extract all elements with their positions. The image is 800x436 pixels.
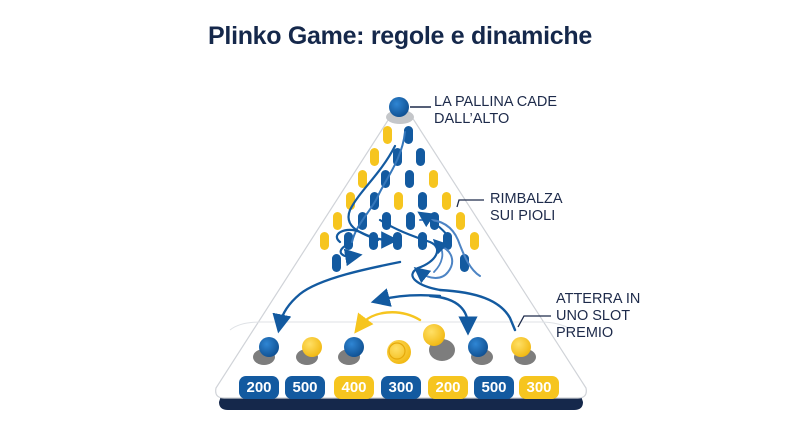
prize-slot-6: 500 (474, 376, 514, 399)
prize-slot-2: 500 (285, 376, 325, 399)
prize-slot-7: 300 (519, 376, 559, 399)
trajectories (272, 131, 517, 336)
prize-slot-1: 200 (239, 376, 279, 399)
annotation-drop-line-2: DALL’ALTO (434, 111, 510, 127)
annotation-bounce-line-2: SUI PIOLI (490, 208, 556, 224)
annotation-land-line-3: PREMIO (556, 325, 614, 341)
prize-slot-4: 300 (381, 376, 421, 399)
prize-slot-3: 400 (334, 376, 374, 399)
leader-lines (456, 199, 551, 328)
prize-slot-5: 200 (428, 376, 468, 399)
annotation-land-line-2: UNO SLOT (556, 308, 631, 324)
pegs (320, 126, 479, 272)
annotation-drop-line-1: LA PALLINA CADE (434, 94, 558, 110)
annotation-drop: LA PALLINA CADE DALL’ALTO (434, 94, 557, 128)
annotation-bounce: RIMBALZA SUI PIOLI (490, 191, 563, 225)
annotation-land-line-1: ATTERRA IN (556, 291, 641, 307)
page-title: Plinko Game: regole e dinamiche (208, 22, 592, 50)
top-ball (386, 97, 431, 124)
annotation-land: ATTERRA IN UNO SLOT PREMIO (556, 291, 640, 342)
annotation-bounce-line-1: RIMBALZA (490, 191, 563, 207)
slot-balls (253, 324, 536, 365)
